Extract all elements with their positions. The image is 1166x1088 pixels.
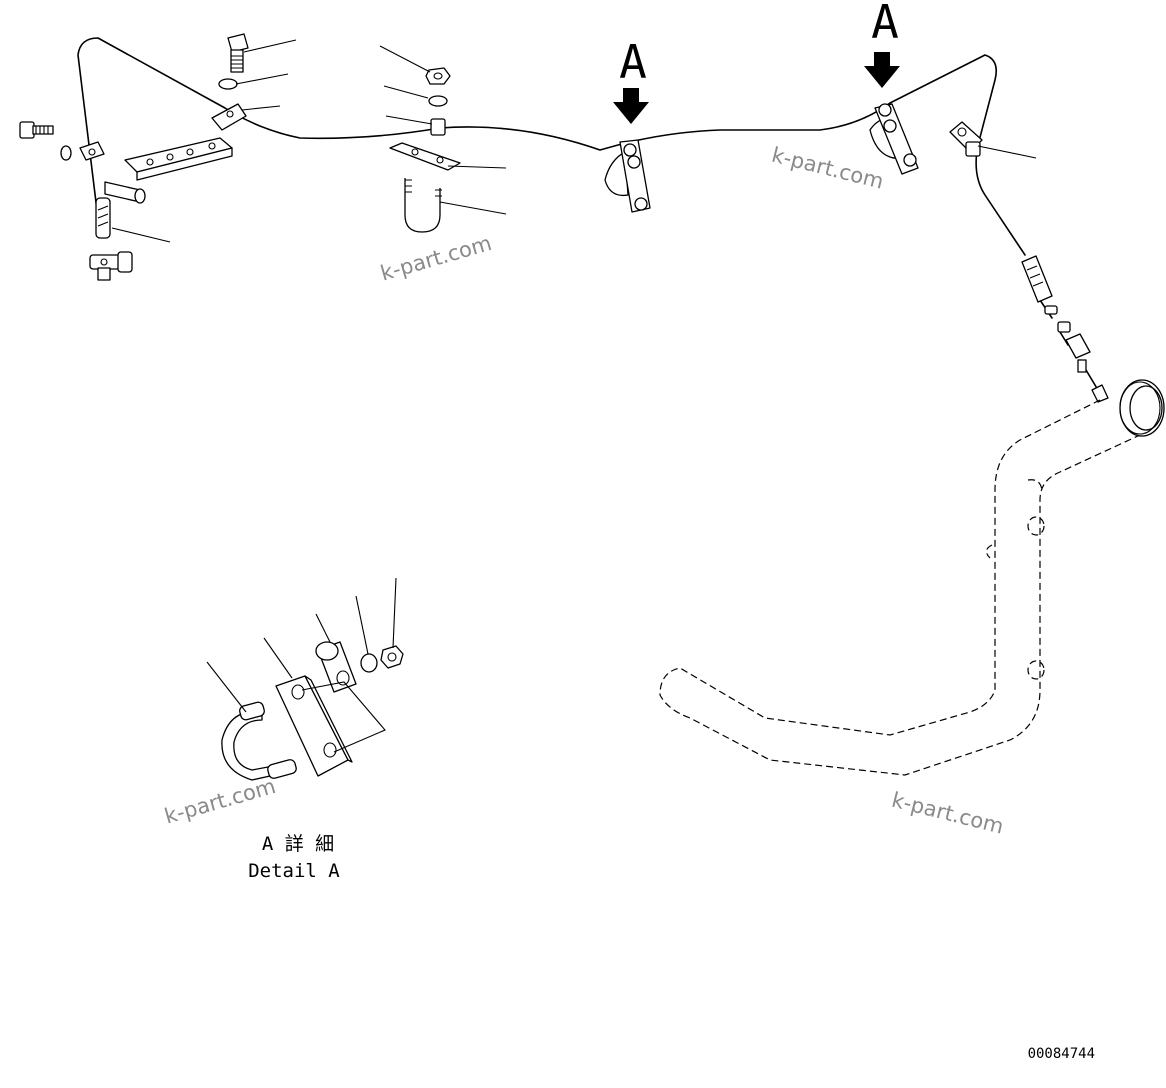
detail-nut: [380, 645, 404, 669]
tee-fitting-left: [89, 251, 133, 281]
spacer-left: [104, 181, 146, 204]
bolt-center: [227, 33, 249, 73]
left-bracket-assembly: [19, 121, 233, 281]
detail-leader-lines: [206, 577, 397, 713]
nut-center: [425, 67, 451, 85]
exhaust-pipe-phantom: [659, 399, 1141, 776]
view-label-a-1: A: [619, 35, 647, 89]
washer-center-right: [428, 95, 448, 107]
clip-left: [79, 141, 105, 161]
sensor-fittings: [1044, 305, 1109, 403]
sensor-sleeve: [1021, 255, 1053, 303]
detail-title-en: Detail A: [248, 860, 340, 882]
view-arrow-a-1: A: [613, 35, 649, 124]
detail-clamp-plate: [275, 675, 353, 777]
drawing-number: 00084744: [1028, 1046, 1095, 1062]
clamp-view-a-2: [869, 103, 919, 175]
right-clip: [949, 121, 983, 157]
watermark-2: k-part.com: [769, 143, 886, 194]
watermark-3: k-part.com: [162, 774, 279, 829]
detail-title-jp: A 詳 細: [262, 833, 334, 855]
detail-washer: [360, 653, 378, 673]
center-clamp-assembly: [211, 33, 461, 233]
detail-assembly-lines: [301, 681, 386, 753]
pipe-flange: [1119, 379, 1165, 437]
bracket-plate-left: [124, 137, 233, 181]
clamp-plate-center: [389, 142, 461, 171]
view-label-a-2: A: [871, 0, 899, 49]
detail-u-bolt: [221, 701, 297, 781]
detail-spacer: [315, 641, 357, 693]
u-bolt-center: [404, 178, 442, 233]
clip-center-right: [430, 118, 446, 136]
clip-center-left: [211, 103, 247, 131]
washer-left: [60, 145, 72, 161]
bolt-left: [19, 121, 54, 139]
view-arrow-a-2: A: [864, 0, 900, 88]
clamp-view-a-1: [604, 139, 651, 213]
connector-sleeve-left: [95, 197, 111, 239]
washer-center-left: [218, 78, 238, 90]
main-wire: [77, 37, 1026, 256]
detail-a-view: A 詳 細 Detail A: [206, 577, 404, 882]
watermark-4: k-part.com: [889, 788, 1006, 839]
watermark-1: k-part.com: [378, 231, 495, 286]
leader-lines: [111, 39, 1037, 243]
